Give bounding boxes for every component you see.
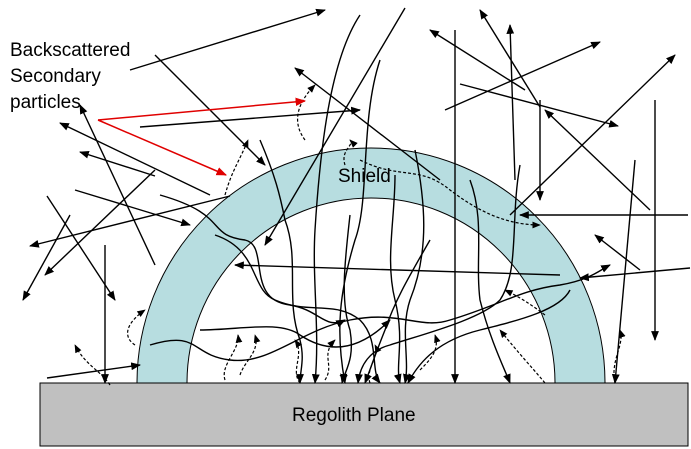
backscatter-label-line-2: Secondary [10,66,101,87]
curvy-tracks [149,14,611,384]
backscatter-label: Backscattered Secondary particles [10,38,200,116]
straight-tracks [22,7,691,384]
shield-label: Shield [338,166,391,187]
secondary-tracks [74,84,626,386]
backscatter-label-line-1: Backscattered [10,40,131,61]
regolith-plane [39,382,689,447]
ground-label: Regolith Plane [292,405,416,426]
backscatter-label-line-3: particles [10,92,81,113]
backscatter-pointer-arrows [97,97,307,176]
shield-arch [136,147,606,384]
